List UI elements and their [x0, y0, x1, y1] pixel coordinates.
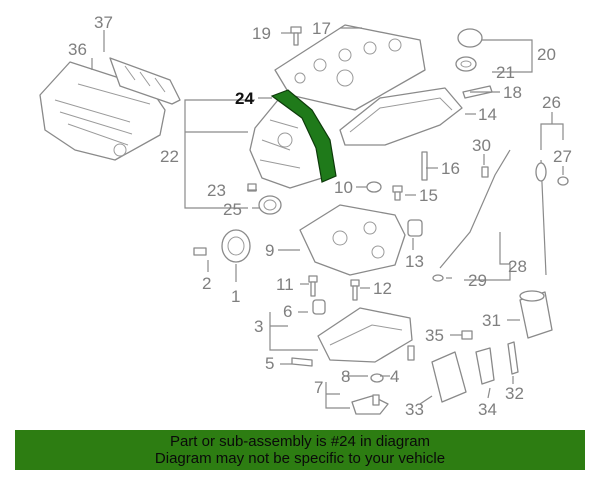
bolts-11-12-drawing: [308, 275, 360, 301]
seal-25-drawing: [247, 183, 282, 215]
callout-12: 12: [373, 279, 392, 298]
callout-20: 20: [537, 45, 556, 64]
callout-32: 32: [505, 384, 524, 403]
callout-29: 29: [468, 271, 487, 290]
callout-16: 16: [441, 159, 460, 178]
callout-26: 26: [542, 93, 561, 112]
callout-3: 3: [254, 317, 263, 336]
pulley-drawing: [193, 229, 251, 263]
callout-18: 18: [503, 83, 522, 102]
timing-cover-gasket-highlight: [270, 89, 337, 183]
callout-7: 7: [314, 378, 323, 397]
callout-4: 4: [390, 367, 399, 386]
callout-37: 37: [94, 13, 113, 32]
oil-pan-drawing: [312, 299, 413, 363]
callout-1: 1: [231, 287, 240, 306]
callout-23: 23: [207, 181, 226, 200]
oil-cap-drawing: [455, 28, 483, 72]
callout-34: 34: [478, 400, 497, 419]
callout-15: 15: [419, 186, 438, 205]
callout-14: 14: [478, 105, 497, 124]
callout-11: 11: [276, 275, 294, 294]
notice-banner: Part or sub-assembly is #24 in diagram D…: [15, 430, 585, 470]
callout-30: 30: [472, 136, 491, 155]
callout-13: 13: [405, 252, 424, 271]
callout-6: 6: [283, 302, 292, 321]
oil-cooler-drawing: [431, 330, 519, 403]
notice-line-2: Diagram may not be specific to your vehi…: [154, 450, 446, 467]
callout-22: 22: [160, 147, 179, 166]
dipstick-drawing: [535, 159, 569, 276]
oil-filter-drawing: [519, 290, 553, 339]
callout-33: 33: [405, 400, 424, 419]
callout-27: 27: [553, 147, 572, 166]
callout-9: 9: [265, 241, 274, 260]
callout-17: 17: [312, 19, 331, 38]
intake-manifold-drawing: [39, 57, 181, 161]
sensor-13-drawing: [407, 219, 423, 237]
callout-35: 35: [425, 326, 444, 345]
parts-diagram: 1 2 3 4 5 6 7 8 9 10 11 12 13 14 15 16 1…: [39, 13, 572, 419]
dipstick-tube-drawing: [432, 149, 511, 282]
callout-28: 28: [508, 257, 527, 276]
callout-36: 36: [68, 40, 87, 59]
dipstick-5-drawing: [291, 345, 415, 367]
callout-2: 2: [202, 274, 211, 293]
bolt-19-drawing: [290, 26, 302, 46]
callout-10: 10: [334, 178, 353, 197]
callout-19: 19: [252, 24, 271, 43]
callout-31: 31: [482, 311, 501, 330]
small-fasteners-drawing: [366, 151, 428, 201]
callout-25: 25: [223, 200, 242, 219]
callout-5: 5: [265, 354, 274, 373]
bracket-7-drawing: [351, 373, 389, 415]
leader-lines: [91, 27, 564, 409]
callout-24: 24: [235, 89, 254, 108]
callout-21: 21: [496, 63, 515, 82]
lower-housing-drawing: [299, 204, 406, 276]
callout-8: 8: [341, 367, 350, 386]
notice-line-1: Part or sub-assembly is #24 in diagram: [169, 433, 431, 450]
